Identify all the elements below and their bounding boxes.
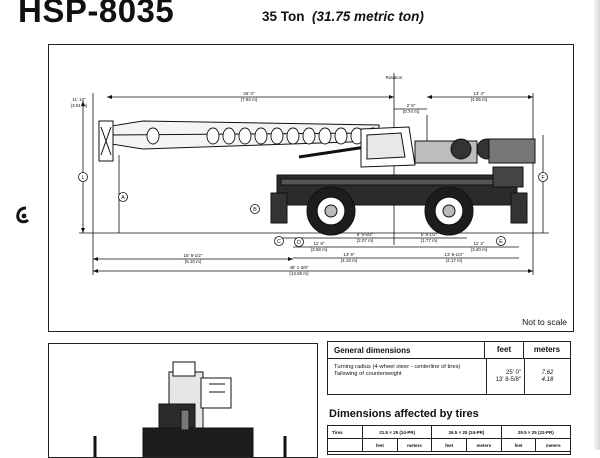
front-view-drawing: [48, 343, 318, 458]
dim-axle-front-m: (2.07 m): [357, 238, 374, 243]
capacity-metric: (31.75 metric ton): [312, 9, 424, 24]
letter-c: C: [277, 239, 281, 245]
tires-header-label: Tires: [332, 429, 343, 435]
dim-front-overhang: 11' 9": [314, 241, 325, 246]
tires-subheader-row: feet meters feet meters feet meters: [328, 439, 570, 452]
model-title: HSP-8035: [18, 0, 175, 29]
turning-radius-label: Turning radius (4-wheel steer - centerli…: [334, 364, 461, 370]
side-view-svg: L A B C D E F Rotation 26' 0" (7.92 m) 2…: [71, 73, 549, 276]
tires-table: Tires 21.5 × 25 (24-PR) 26.5 × 25 (24-PR…: [327, 425, 571, 455]
crane-logo-icon: [16, 206, 30, 224]
letter-l: L: [81, 175, 84, 181]
page-edge: [594, 0, 600, 450]
dim-tail-radius-m: (0.74 m): [403, 109, 420, 114]
tailswing-label: Tailswing of counterweight: [334, 371, 402, 377]
dim-overall-length: 48' 1-3/8": [290, 265, 309, 270]
dim-wheelbase: 13' 9": [343, 252, 355, 257]
dim-rear-overhang: 13' 4": [473, 91, 485, 96]
general-dimensions-header: General dimensions feet meters: [328, 342, 570, 359]
dim-nose-height: 11' 10": [72, 97, 86, 102]
not-to-scale-note: Not to scale: [522, 317, 567, 327]
tailswing-meters: 4.18: [541, 377, 554, 383]
dim-wheelbase-m: (4.19 m): [341, 258, 358, 263]
letter-b: B: [253, 207, 257, 213]
dim-front-overhang-m: (3.58 m): [311, 247, 328, 252]
dim-axle-rear-m: (1.77 m): [421, 238, 438, 243]
dim-rear-overhang-m: (4.06 m): [471, 97, 488, 102]
col-feet-header: feet: [484, 342, 523, 358]
dim-carrier-length: 16' 8-1/2": [184, 253, 203, 258]
tires-sub-feet-2: feet: [431, 439, 466, 451]
tires-sub-feet-3: feet: [500, 439, 536, 451]
tire-group-2: 26.5 × 25 (24-PR): [431, 426, 500, 438]
tires-sub-feet-1: feet: [362, 439, 397, 451]
dim-overall-length-m: (14.66 m): [289, 271, 309, 276]
general-dimensions-table: General dimensions feet meters Turning r…: [327, 341, 571, 395]
letter-e: E: [499, 239, 503, 245]
letter-a: A: [121, 195, 125, 201]
tires-header-row: Tires 21.5 × 25 (24-PR) 26.5 × 25 (24-PR…: [328, 426, 570, 439]
dim-boom-length: 26' 0": [243, 91, 255, 96]
tires-section-title: Dimensions affected by tires: [329, 408, 479, 420]
tires-sub-meters-2: meters: [466, 439, 501, 451]
tires-sub-meters-3: meters: [535, 439, 570, 451]
dim-carrier-length-m: (5.10 m): [185, 259, 202, 264]
dim-cab-to-rear-m: (4.17 m): [446, 258, 463, 263]
dim-boom-length-m: (7.92 m): [241, 97, 258, 102]
capacity-tons: 35 Ton: [262, 9, 305, 24]
general-dimensions-body: Turning radius (4-wheel steer - centerli…: [328, 359, 570, 395]
tires-sub-meters-1: meters: [396, 439, 432, 451]
tire-group-1: 21.5 × 25 (24-PR): [362, 426, 431, 438]
general-dimensions-title: General dimensions: [334, 345, 411, 355]
tire-group-3: 29.5 × 25 (22-PR): [500, 426, 570, 438]
front-view-svg: [93, 361, 287, 457]
dim-cab-to-rear: 13' 8-1/4": [445, 252, 464, 257]
tailswing-feet: 13' 8-5/8": [495, 377, 521, 383]
letter-f: F: [541, 175, 545, 181]
dim-nose-height-m: (3.61 m): [71, 103, 88, 108]
side-view-drawing: L A B C D E F Rotation 26' 0" (7.92 m) 2…: [48, 44, 574, 332]
rotation-label: Rotation: [386, 75, 403, 80]
dim-axle-front: 6' 9-5/2": [357, 232, 374, 237]
dim-rear-clear: 11' 2": [474, 241, 485, 246]
dim-axle-rear: 5' 9-1/2": [421, 232, 438, 237]
capacity-text: 35 Ton (31.75 metric ton): [262, 9, 424, 24]
col-meters-header: meters: [523, 342, 570, 358]
turning-radius-meters: 7.62: [541, 370, 554, 376]
letter-d: D: [297, 240, 301, 246]
dim-tail-radius: 2' 5": [407, 103, 416, 108]
turning-radius-feet: 25' 0": [506, 370, 521, 376]
dim-rear-clear-m: (3.40 m): [471, 247, 488, 252]
